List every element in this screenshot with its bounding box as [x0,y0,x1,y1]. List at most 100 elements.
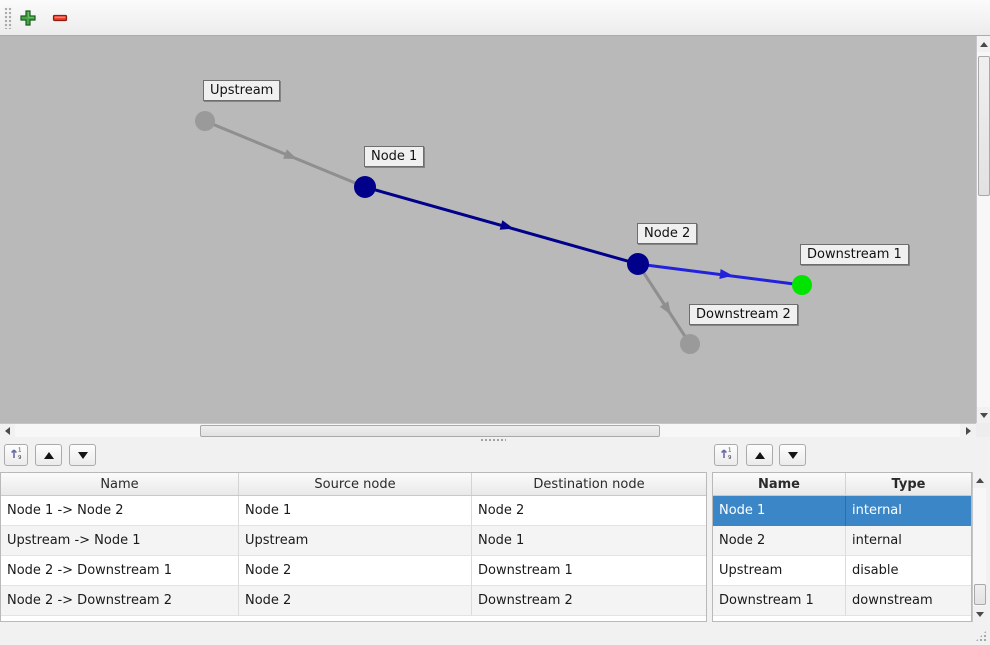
hscroll-thumb[interactable] [200,425,660,437]
scroll-down-button[interactable] [973,606,987,622]
node-label-node1[interactable]: Node 1 [364,146,425,167]
edges-table-row[interactable]: Node 2 -> Downstream 2 Node 2 Downstream… [1,586,706,616]
scroll-down-button[interactable] [977,407,990,423]
edges-table-row[interactable]: Upstream -> Node 1 Upstream Node 1 [1,526,706,556]
plus-icon [19,9,37,30]
cell-destination: Node 2 [472,496,706,526]
edges-sort-button[interactable]: 1 9 [4,444,28,466]
nodes-table-vscrollbar[interactable] [972,472,987,622]
cell-source: Node 2 [239,556,472,586]
window-resize-grip[interactable] [975,630,987,642]
cell-destination: Node 1 [472,526,706,556]
triangle-down-icon [976,611,984,617]
nodes-sort-button[interactable]: 1 9 [714,444,738,466]
scroll-up-button[interactable] [977,36,990,52]
cell-name: Downstream 1 [713,586,846,616]
edges-table: Name Source node Destination node Node 1… [0,472,707,622]
nodes-table-row[interactable]: Node 2 internal [713,526,971,556]
status-strip [0,622,990,645]
add-node-button[interactable] [16,7,40,31]
edge-arrow-icon [659,301,672,315]
cell-source: Upstream [239,526,472,556]
node-circle-node1[interactable] [354,176,376,198]
sort-ascending-icon: 1 9 [9,446,23,464]
cell-name: Node 1 -> Node 2 [1,496,239,526]
cell-destination: Downstream 2 [472,586,706,616]
cell-name: Upstream -> Node 1 [1,526,239,556]
scroll-right-button[interactable] [960,424,976,438]
down-arrow-icon [77,451,88,459]
node-label-downstream2[interactable]: Downstream 2 [689,304,798,325]
nodes-table-header: Name Type [713,473,971,496]
svg-text:9: 9 [18,455,22,460]
graph-canvas[interactable]: Upstream Node 1 Node 2 Downstream 1 Down… [0,36,976,423]
up-arrow-icon [43,451,54,459]
node-label-downstream1[interactable]: Downstream 1 [800,244,909,265]
svg-text:9: 9 [728,455,732,460]
node-label-upstream[interactable]: Upstream [203,80,281,101]
nodes-table-row-selected[interactable]: Node 1 internal [713,496,971,526]
cell-source: Node 2 [239,586,472,616]
cell-type: downstream [846,586,971,616]
triangle-up-icon [980,41,988,47]
minus-icon [51,9,69,30]
triangle-right-icon [965,427,971,435]
edges-move-up-button[interactable] [35,444,62,466]
scroll-left-button[interactable] [0,424,15,438]
triangle-up-icon [976,477,984,483]
svg-text:1: 1 [18,448,22,454]
cell-destination: Downstream 1 [472,556,706,586]
edges-move-down-button[interactable] [69,444,96,466]
main-toolbar [0,0,990,36]
scrollbar-corner [976,423,990,437]
pane-splitter[interactable] [0,437,990,443]
cell-name: Node 1 [713,496,846,526]
scroll-up-button[interactable] [973,472,987,488]
sort-ascending-icon: 1 9 [719,446,733,464]
column-header-name[interactable]: Name [713,473,846,495]
cell-name: Node 2 -> Downstream 2 [1,586,239,616]
triangle-down-icon [980,412,988,418]
nodes-table-row[interactable]: Downstream 1 downstream [713,586,971,616]
node-circle-downstream2[interactable] [680,334,700,354]
column-header-destination-node[interactable]: Destination node [533,476,645,492]
triangle-left-icon [5,427,10,435]
graph-svg [195,111,812,354]
cell-type: disable [846,556,971,586]
nodes-table-row[interactable]: Upstream disable [713,556,971,586]
toolbar-drag-handle[interactable] [4,7,12,29]
vscroll-thumb[interactable] [978,56,990,196]
canvas-hscrollbar[interactable] [0,423,976,438]
down-arrow-icon [787,451,798,459]
node-circle-downstream1[interactable] [792,275,812,295]
up-arrow-icon [754,451,765,459]
cell-name: Node 2 -> Downstream 1 [1,556,239,586]
edges-table-row[interactable]: Node 1 -> Node 2 Node 1 Node 2 [1,496,706,526]
cell-name: Node 2 [713,526,846,556]
nodes-table: Name Type Node 1 internal Node 2 interna… [712,472,972,622]
node-circle-upstream[interactable] [195,111,215,131]
remove-node-button[interactable] [48,7,72,31]
edges-table-header: Name Source node Destination node [1,473,706,496]
column-header-name[interactable]: Name [1,473,239,495]
vscroll-thumb[interactable] [974,584,986,605]
nodes-move-down-button[interactable] [779,444,806,466]
empty-row-stub [1,616,706,621]
cell-source: Node 1 [239,496,472,526]
canvas-vscrollbar[interactable] [976,36,990,423]
node-label-node2[interactable]: Node 2 [637,223,698,244]
edges-table-row[interactable]: Node 2 -> Downstream 1 Node 2 Downstream… [1,556,706,586]
nodes-move-up-button[interactable] [746,444,773,466]
edge-arrow-icon [499,220,514,230]
splitter-handle-icon[interactable] [480,438,506,442]
cell-type: internal [846,496,971,526]
cell-type: internal [846,526,971,556]
edge-arrow-icon [283,149,298,159]
column-header-type[interactable]: Type [891,476,926,492]
column-header-source-node[interactable]: Source node [239,473,472,495]
edge-arrow-icon [719,269,733,279]
svg-text:1: 1 [728,448,732,454]
node-circle-node2[interactable] [627,253,649,275]
cell-name: Upstream [713,556,846,586]
